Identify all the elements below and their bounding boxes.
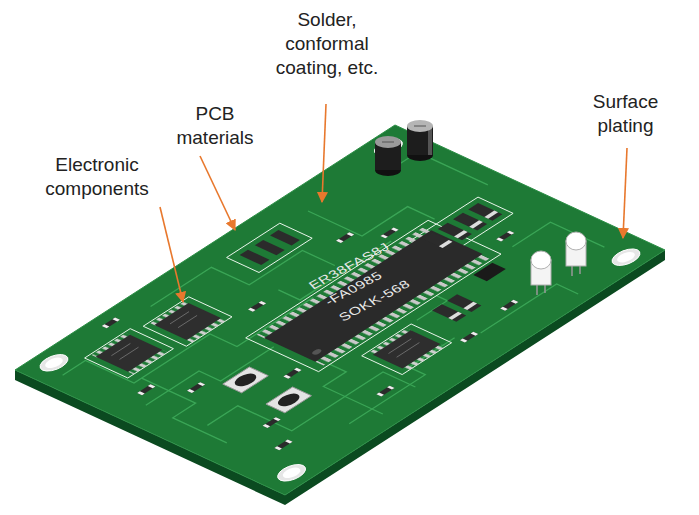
leds bbox=[531, 232, 586, 295]
small-ic bbox=[154, 303, 221, 340]
small-ic bbox=[373, 330, 441, 368]
push-buttons bbox=[223, 367, 312, 413]
callout-label: Solder, conformal coating, etc. bbox=[272, 8, 382, 80]
callout-label: Electronic components bbox=[22, 153, 172, 201]
diodes bbox=[362, 203, 573, 322]
capacitors bbox=[375, 120, 433, 176]
small-ic bbox=[473, 263, 506, 282]
main-ic bbox=[264, 230, 483, 362]
callout-label: Surface plating bbox=[578, 90, 673, 138]
smd-parts bbox=[56, 161, 584, 461]
callout-label: PCB materials bbox=[165, 102, 265, 150]
small-ic bbox=[96, 335, 163, 372]
board-top bbox=[15, 125, 665, 495]
